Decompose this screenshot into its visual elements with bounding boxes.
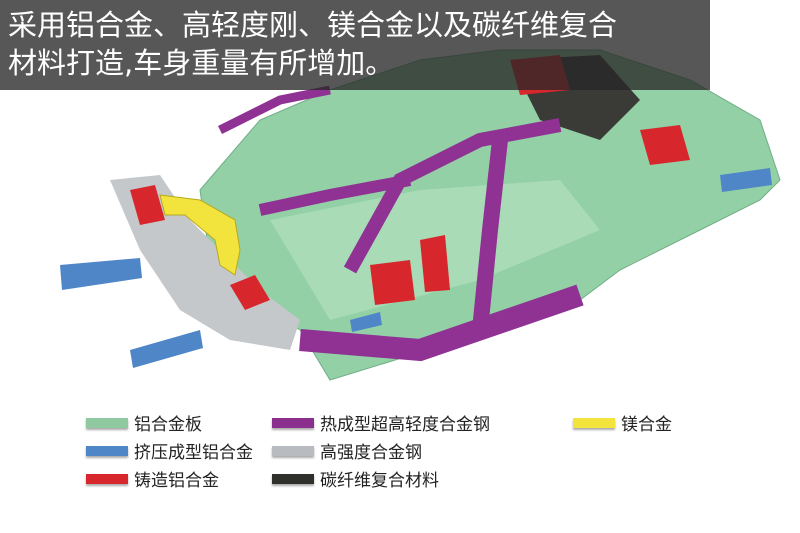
legend-label: 铸造铝合金 bbox=[134, 471, 219, 491]
caption-line-1: 采用铝合金、高轻度刚、镁合金以及碳纤维复合 bbox=[8, 8, 618, 42]
hot-formed-steel-b-pillar bbox=[472, 139, 508, 331]
legend-swatch bbox=[86, 417, 128, 428]
magnesium-strut-brace bbox=[159, 194, 241, 276]
legend-swatch bbox=[272, 473, 314, 484]
cast-aluminum-front bbox=[230, 275, 270, 310]
legend-item-cast-aluminum: 铸造铝合金 bbox=[86, 466, 219, 491]
legend-label: 挤压成型铝合金 bbox=[134, 443, 253, 463]
hot-formed-steel-sill bbox=[299, 284, 584, 362]
legend-swatch bbox=[272, 445, 314, 456]
legend-swatch bbox=[86, 473, 128, 484]
caption-overlay: 采用铝合金、高轻度刚、镁合金以及碳纤维复合 材料打造,车身重量有所增加。 bbox=[0, 0, 710, 90]
extruded-aluminum-rail-rear bbox=[720, 168, 772, 192]
hot-formed-steel-tunnel bbox=[258, 174, 412, 216]
legend-item-high-strength-steel: 高强度合金钢 bbox=[272, 438, 422, 463]
cast-aluminum-floor bbox=[370, 260, 415, 305]
legend-label: 铝合金板 bbox=[134, 415, 202, 435]
legend-label: 热成型超高轻度合金钢 bbox=[320, 415, 490, 435]
caption-line-2: 材料打造,车身重量有所增加。 bbox=[8, 46, 395, 80]
legend-swatch bbox=[573, 417, 615, 428]
legend-item-extruded-aluminum: 挤压成型铝合金 bbox=[86, 438, 253, 463]
legend-swatch bbox=[86, 445, 128, 456]
legend-item-aluminum-sheet: 铝合金板 bbox=[86, 410, 202, 435]
legend-item-carbon-fiber: 碳纤维复合材料 bbox=[272, 466, 439, 491]
legend-label: 镁合金 bbox=[621, 415, 672, 435]
hot-formed-steel-a-pillar bbox=[343, 118, 562, 274]
extruded-aluminum-rail-lower bbox=[130, 330, 203, 368]
legend-item-magnesium: 镁合金 bbox=[573, 410, 672, 435]
legend-swatch bbox=[272, 417, 314, 428]
hot-formed-steel-roof-rail bbox=[217, 85, 331, 135]
extruded-aluminum-rail-upper bbox=[60, 258, 142, 290]
legend-label: 碳纤维复合材料 bbox=[320, 471, 439, 491]
extruded-aluminum-sill-inner bbox=[350, 312, 382, 332]
car-body-illustration bbox=[60, 49, 781, 381]
legend-item-hot-formed-steel: 热成型超高轻度合金钢 bbox=[272, 410, 490, 435]
cast-aluminum-rear bbox=[640, 125, 690, 165]
cast-aluminum-floor-2 bbox=[420, 235, 450, 292]
legend-label: 高强度合金钢 bbox=[320, 443, 422, 463]
cast-aluminum-strut bbox=[130, 185, 165, 225]
